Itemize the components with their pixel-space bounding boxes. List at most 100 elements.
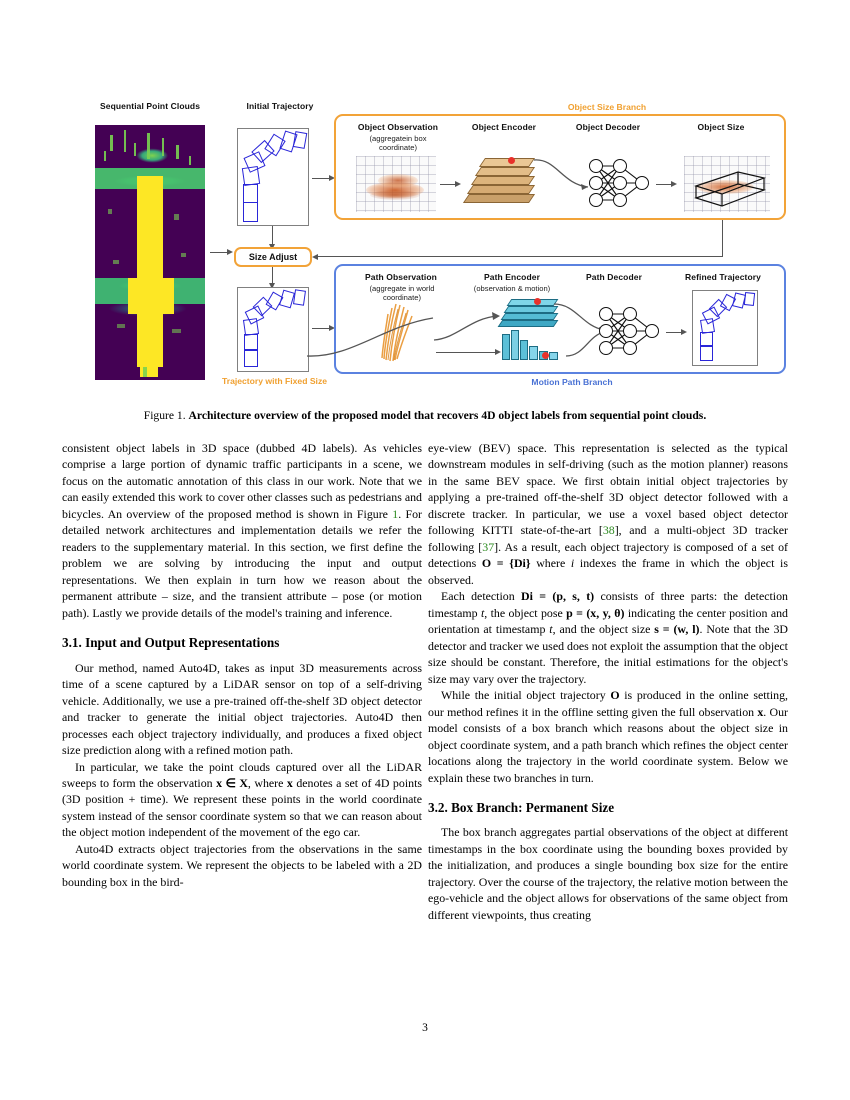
path-encoder-slabs	[497, 296, 568, 334]
arrow-objectsize-down	[722, 214, 724, 257]
figure-reference-link[interactable]: 1	[392, 506, 399, 521]
arrowhead	[269, 283, 275, 289]
math-detections-set: O = {Di}	[481, 556, 531, 571]
para-r2-f: . Note that the 3D detector and tracker …	[428, 622, 788, 686]
para-r2-b: consists of three parts: the detection t…	[428, 589, 789, 620]
caption-bold: Architecture overview of the proposed mo…	[188, 409, 707, 422]
arrowhead	[329, 174, 335, 181]
label-path-decoder: Path Decoder	[586, 272, 642, 282]
arrowhead-line	[656, 184, 672, 186]
label-motion-path-branch: Motion Path Branch	[531, 377, 613, 387]
body-column-right: eye-view (BEV) space. This representatio…	[428, 440, 788, 923]
arrowhead	[495, 348, 501, 355]
math-pose: p = (x, y, θ)	[566, 605, 625, 620]
arrowhead	[671, 180, 677, 187]
math-size: s = (w, l)	[654, 622, 700, 637]
citation-37[interactable]: 37	[482, 539, 495, 554]
point-cloud-bev-image	[95, 125, 205, 380]
motion-path-branch-container: Path Observation (aggregate in world coo…	[334, 264, 786, 374]
paragraph-right-4: The box branch aggregates partial observ…	[428, 825, 788, 922]
body-column-left: consistent object labels in 3D space (du…	[62, 440, 422, 890]
curve-pointcloud-to-path-observation	[306, 317, 434, 357]
math-x: x	[286, 776, 293, 790]
para-l3-c: denotes a set of 4D points (3D position …	[62, 776, 422, 840]
size-adjust-node[interactable]: Size Adjust	[234, 247, 312, 267]
paragraph-left-1: consistent object labels in 3D space (du…	[62, 440, 422, 621]
pc-trunk	[136, 176, 164, 368]
math-i: i	[570, 556, 575, 571]
object-size-image	[684, 156, 770, 212]
para-r1-b: ], and a multi-object 3D tracker followi…	[428, 523, 788, 554]
paragraph-right-2: Each detection Di = (p, s, t) consists o…	[428, 588, 788, 687]
label-object-observation: Object Observation	[357, 122, 439, 132]
label-trajectory-with-fixed-size: Trajectory with Fixed Size	[221, 376, 328, 386]
citation-38[interactable]: 38	[602, 523, 615, 538]
paragraph-right-1: eye-view (BEV) space. This representatio…	[428, 440, 788, 588]
para-r3-c: . Our model consists of a box branch whi…	[428, 704, 789, 785]
label-initial-trajectory: Initial Trajectory	[246, 101, 314, 111]
label-path-encoder: Path Encoder	[484, 272, 540, 282]
curve-obs-to-pathencoder	[433, 312, 500, 341]
arrow-trajectory-to-box-branch	[312, 178, 330, 180]
caption-prefix: Figure 1.	[143, 409, 189, 422]
label-refined-trajectory: Refined Trajectory	[685, 272, 761, 282]
math-O: O	[610, 688, 620, 703]
panel-trajectory-fixed-size	[237, 287, 309, 372]
para-r3-b: is produced in the online setting, our m…	[428, 688, 788, 719]
para-r2-c: , the object pose	[484, 605, 567, 620]
para-l1-text: consistent object labels in 3D space (du…	[62, 441, 422, 521]
figure-caption: Figure 1. Architecture overview of the p…	[62, 408, 788, 424]
panel-refined-trajectory	[692, 290, 758, 366]
para-l3-a: In particular, we take the point clouds …	[62, 759, 422, 790]
pc-trunk-cross	[128, 278, 175, 314]
red-dot-marker	[534, 298, 541, 305]
label-object-encoder: Object Encoder	[471, 122, 537, 132]
red-dot-marker	[508, 157, 515, 164]
page-number: 3	[422, 1022, 428, 1034]
label-path-observation: Path Observation	[365, 272, 437, 282]
label-object-size-branch: Object Size Branch	[567, 102, 647, 112]
arrowhead	[455, 180, 461, 187]
arrowhead-line	[440, 184, 456, 186]
math-observation-x: x ∈ X	[216, 776, 248, 790]
object-size-branch-container: Object Observation (aggregatein box coor…	[334, 114, 786, 220]
label-sequential-point-clouds: Sequential Point Clouds	[99, 101, 201, 111]
paragraph-right-3: While the initial object trajectory O is…	[428, 687, 788, 786]
math-x2: x	[757, 704, 764, 719]
label-path-encoder-sub: (observation & motion)	[473, 284, 551, 293]
heading-3-1: 3.1. Input and Output Representations	[62, 635, 280, 651]
object-decoder-graphic	[584, 154, 656, 212]
paragraph-left-4: Auto4D extracts object trajectories from…	[62, 841, 422, 889]
path-decoder-graphic	[594, 302, 666, 360]
para-r2-a: Each detection	[441, 589, 522, 604]
arrowhead-line	[436, 352, 496, 354]
label-object-size: Object Size	[697, 122, 745, 132]
red-dot-marker	[542, 352, 549, 359]
object-encoder-graphic	[462, 154, 546, 214]
arrow-pointcloud-to-trajectory	[210, 252, 228, 254]
arrow-to-path-branch	[312, 328, 330, 330]
paragraph-left-3: In particular, we take the point clouds …	[62, 759, 422, 841]
heading-3-2: 3.2. Box Branch: Permanent Size	[428, 800, 615, 816]
math-detection-tuple: Di = (p, s, t)	[521, 589, 595, 604]
arrowhead	[681, 328, 687, 335]
panel-initial-trajectory	[237, 128, 309, 226]
para-r1-a: eye-view (BEV) space. This representatio…	[428, 441, 788, 538]
curve-encoder-to-decoder	[533, 159, 589, 190]
para-l1-cont: . For detailed network architectures and…	[62, 506, 422, 620]
arrowhead	[312, 253, 318, 260]
label-object-observation-sub: (aggregatein box coordinate)	[369, 134, 427, 153]
arrow-sizeadjust-down	[272, 267, 274, 285]
arrowhead	[227, 248, 233, 255]
para-r1-c: ]. As a result, each object trajectory i…	[428, 539, 789, 571]
para-r1-d: where	[530, 556, 571, 571]
object-observation-image	[356, 156, 436, 212]
para-l3-b: , where	[247, 776, 287, 790]
path-observation-image	[366, 300, 430, 364]
figure-1: Sequential Point Clouds Initial Trajecto…	[62, 100, 788, 400]
arrowhead-line	[666, 332, 682, 334]
arrowhead	[329, 324, 335, 331]
para-r3-a: While the initial object trajectory	[441, 688, 611, 703]
arrow-to-size-adjust	[272, 226, 274, 246]
